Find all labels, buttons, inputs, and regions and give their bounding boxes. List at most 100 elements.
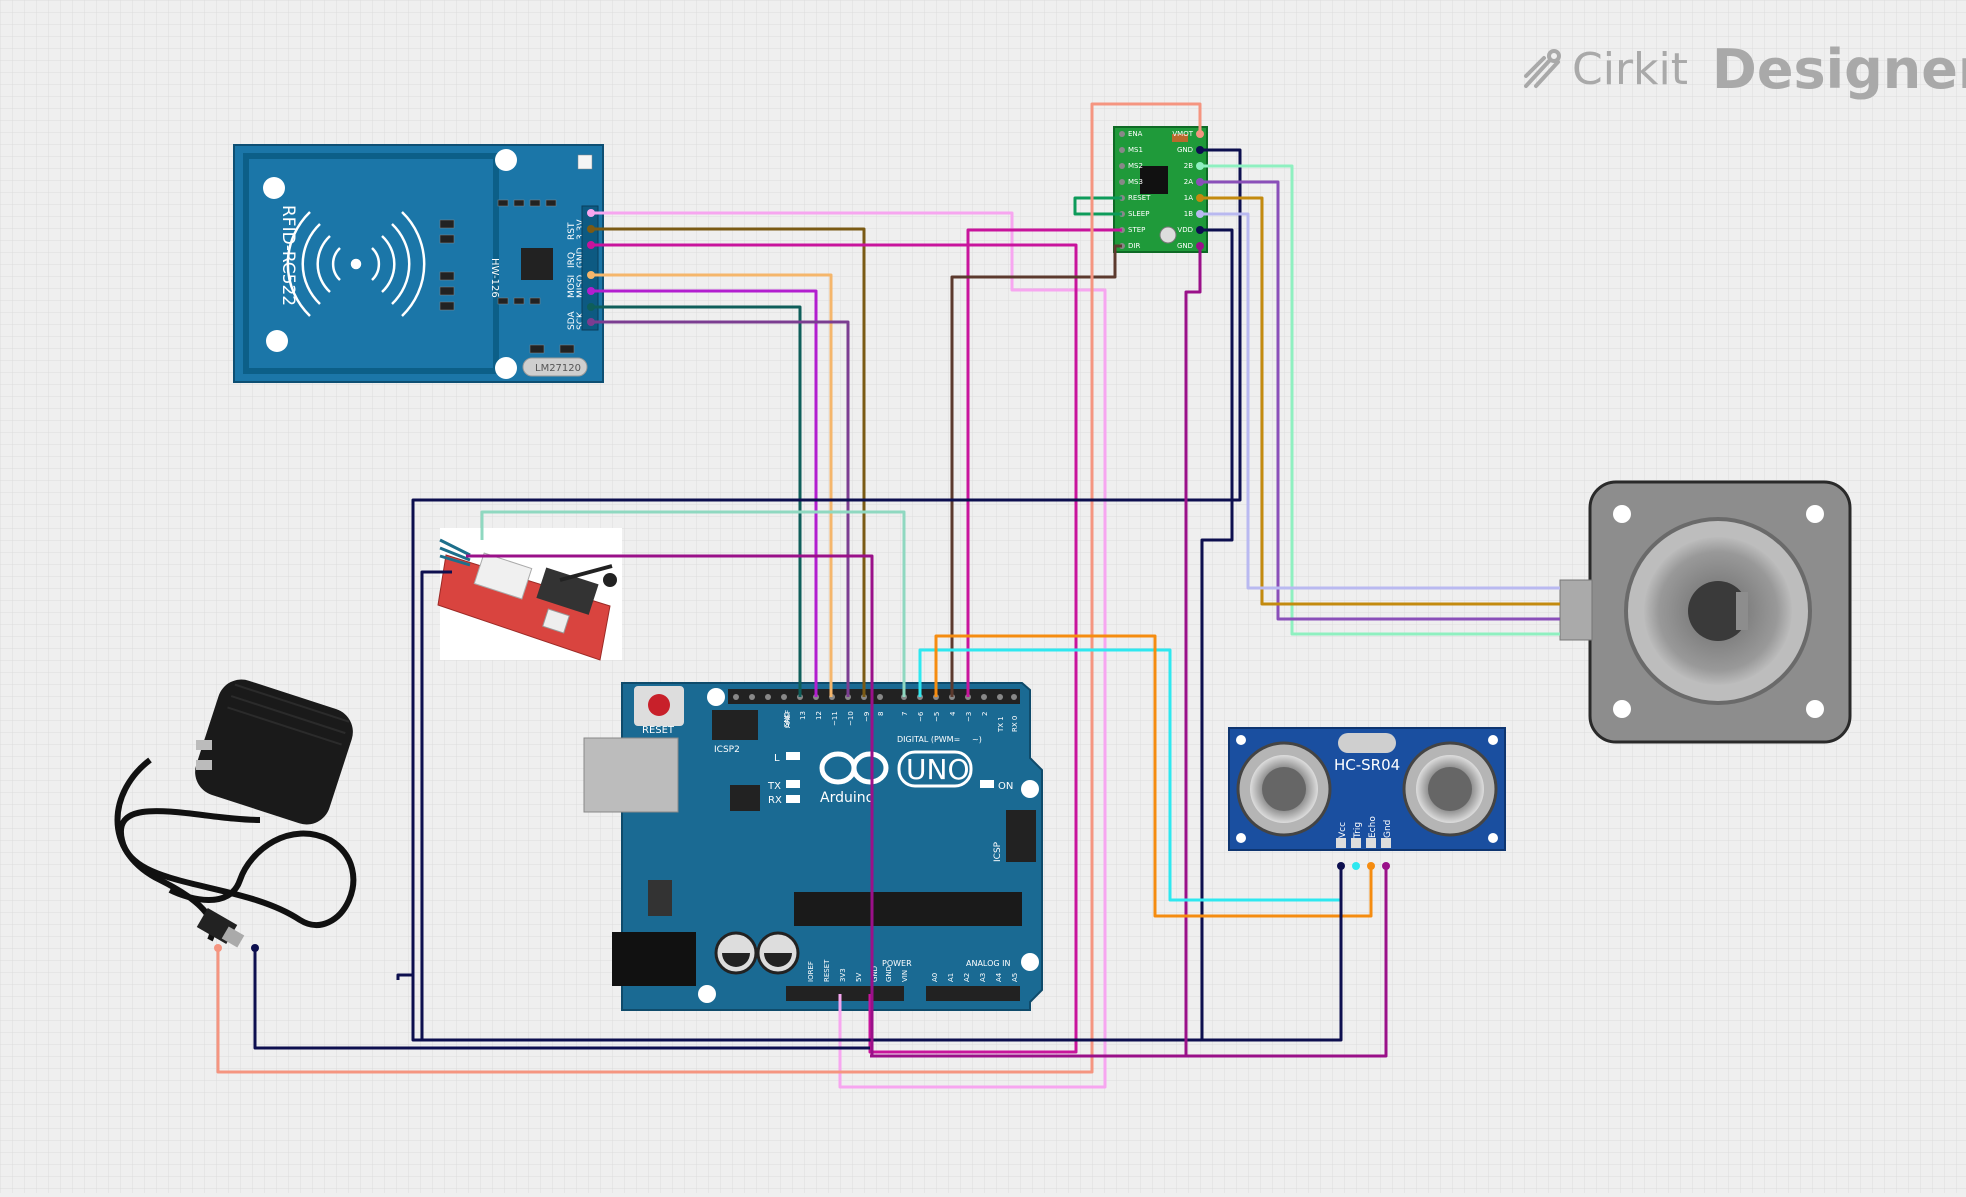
svg-text:2: 2 [981, 712, 989, 716]
driver-potentiometer[interactable] [1159, 226, 1177, 244]
svg-text:1B: 1B [1184, 210, 1193, 218]
svg-text:TX: TX [767, 781, 781, 792]
arduino-uno-board[interactable]: RESET ICSP2 ICSP Arduino UNO L TX RX ON … [583, 682, 1043, 1011]
wire-echo [934, 634, 1373, 918]
wire-switch-gnd [466, 554, 874, 1056]
digital-pin-labels: AREF GND 13 12 ~11 ~10 ~9 8 7 ~6 ~5 4 ~3… [783, 710, 1019, 733]
wire-rfid-gnd [591, 243, 1078, 1054]
driver-pin-labels-right: VMOT GND 2B 2A 1A 1B VDD GND [1172, 130, 1193, 250]
ultrasonic-pin-labels: Vcc Trig Echo Gnd [1338, 816, 1393, 839]
svg-text:IRQ: IRQ [567, 252, 577, 268]
limit-switch-module[interactable] [437, 528, 622, 661]
svg-text:RX: RX [768, 795, 782, 806]
svg-text:ENA: ENA [1128, 130, 1143, 138]
wire-mosi [591, 289, 818, 697]
svg-text:~10: ~10 [847, 711, 855, 726]
wire-1b [1200, 212, 1560, 590]
stepper-motor[interactable] [1559, 480, 1852, 744]
svg-text:MS3: MS3 [1128, 178, 1143, 186]
ultrasonic-label: HC-SR04 [1334, 756, 1400, 774]
analog-label: ANALOG IN [966, 959, 1011, 968]
svg-text:8: 8 [877, 712, 885, 716]
rfid-chip [521, 248, 553, 280]
svg-text:GND: GND [1177, 242, 1193, 250]
analog-pin-labels: A0 A1 A2 A3 A4 A5 [931, 972, 1019, 982]
svg-text:4: 4 [949, 711, 957, 716]
svg-text:3.3V: 3.3V [576, 219, 586, 240]
wire-dir [950, 244, 1122, 697]
svg-text:Gnd: Gnd [1383, 820, 1393, 838]
svg-text:A5: A5 [1011, 973, 1019, 982]
wire-us-vcc [1200, 866, 1343, 1042]
svg-text:SDA: SDA [567, 311, 577, 330]
svg-text:Vcc: Vcc [1338, 822, 1348, 838]
wire-endpoints [214, 130, 1390, 952]
wire-vmot [216, 102, 1202, 1074]
svg-text:GND: GND [871, 966, 879, 982]
svg-text:GND: GND [576, 247, 586, 268]
wire-vdd [1200, 228, 1234, 1040]
icsp2-label: ICSP2 [714, 745, 740, 755]
wire-step [966, 228, 1122, 697]
svg-text:3V3: 3V3 [839, 968, 847, 982]
arduino-logo-icon [819, 751, 889, 785]
svg-text:RX 0: RX 0 [1011, 716, 1019, 732]
wire-1a [1200, 196, 1560, 606]
svg-text:A2: A2 [963, 973, 971, 982]
svg-text:2B: 2B [1184, 162, 1193, 170]
wire-adapter-gnd [253, 948, 870, 1050]
dc-jack [612, 932, 696, 986]
svg-text:~): ~) [972, 735, 982, 744]
power-header[interactable] [786, 986, 904, 1001]
rfid-module[interactable]: RFID-RC522 HW-126 LM27120 SDA SCK MOSI [233, 144, 604, 383]
reset-label: RESET [642, 725, 675, 736]
svg-text:RESET: RESET [1128, 194, 1151, 202]
svg-text:VDD: VDD [1177, 226, 1193, 234]
icsp-label: ICSP [993, 841, 1003, 862]
brand-logo: Cirkit Designer [1520, 38, 1966, 108]
svg-text:SLEEP: SLEEP [1128, 210, 1149, 218]
rfid-antenna-icon [286, 211, 426, 317]
usb-connector [583, 737, 679, 813]
svg-text:TX 1: TX 1 [997, 716, 1005, 733]
atmega-chip [794, 892, 1022, 926]
svg-text:A1: A1 [947, 973, 955, 982]
driver-chip [1140, 166, 1168, 194]
svg-text:AREF: AREF [784, 710, 792, 728]
svg-text:GND: GND [783, 712, 791, 728]
svg-text:5V: 5V [855, 973, 863, 982]
rfid-label: RFID-RC522 [278, 205, 298, 306]
rfid-crystal [522, 357, 588, 377]
power-adapter[interactable] [114, 673, 360, 948]
brand-name-part2: Designer [1712, 38, 1966, 101]
ultrasonic-pins[interactable] [1336, 838, 1391, 848]
arduino-model: UNO [906, 753, 969, 786]
svg-text:~11: ~11 [831, 711, 839, 726]
svg-text:L: L [774, 753, 780, 764]
svg-text:~5: ~5 [933, 712, 941, 722]
analog-header[interactable] [926, 986, 1020, 1001]
wire-rst [591, 227, 866, 697]
svg-text:ON: ON [998, 781, 1013, 792]
stepper-driver-module[interactable]: ENA MS1 MS2 MS3 RESET SLEEP STEP DIR VMO… [1113, 126, 1208, 253]
svg-text:IOREF: IOREF [807, 961, 815, 982]
ultrasonic-sensor[interactable]: HC-SR04 Vcc Trig Echo Gnd [1228, 727, 1506, 851]
digital-header[interactable] [728, 689, 1020, 704]
rfid-smd-parts [439, 154, 593, 354]
wire-adapter-loop [396, 500, 415, 980]
svg-text:~6: ~6 [917, 711, 925, 722]
svg-text:RST: RST [567, 222, 577, 240]
svg-text:Echo: Echo [1368, 816, 1378, 838]
wire-sda [591, 320, 850, 697]
svg-text:2A: 2A [1184, 178, 1193, 186]
wire-2a [1200, 180, 1560, 621]
svg-text:GND: GND [885, 966, 893, 982]
svg-text:MISO: MISO [576, 275, 586, 298]
rfid-board-id: HW-126 [489, 258, 500, 298]
svg-text:MS2: MS2 [1128, 162, 1143, 170]
reset-button-icon[interactable] [648, 694, 670, 716]
svg-text:DIR: DIR [1128, 242, 1140, 250]
brand-name-part1: Cirkit [1572, 44, 1688, 95]
svg-text:13: 13 [799, 711, 807, 720]
